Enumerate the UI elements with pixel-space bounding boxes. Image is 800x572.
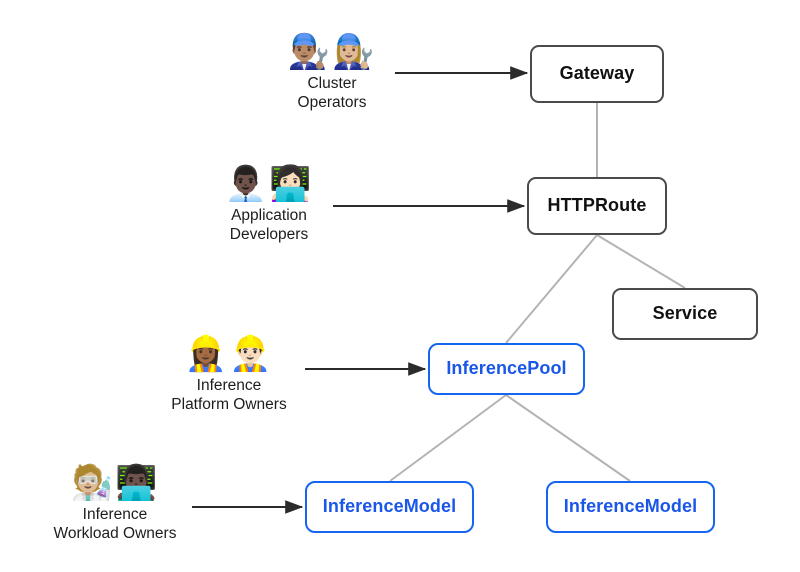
node-label: InferenceModel xyxy=(563,496,698,517)
node-label: InferencePool xyxy=(446,358,567,379)
edge-inferencepool-to-inferencemodel1 xyxy=(389,394,507,482)
node-label: Service xyxy=(652,303,718,324)
node-inferencemodel1[interactable]: InferenceModel xyxy=(305,481,474,533)
persona-cluster-operators: 👨🏽‍🔧👩🏼‍🔧Cluster Operators xyxy=(232,32,432,112)
node-httproute[interactable]: HTTPRoute xyxy=(527,177,667,235)
node-label: InferenceModel xyxy=(322,496,457,517)
edge-httproute-to-service xyxy=(596,234,686,289)
edge-httproute-to-inferencepool xyxy=(505,234,598,344)
node-gateway[interactable]: Gateway xyxy=(530,45,664,103)
node-inferencemodel2[interactable]: InferenceModel xyxy=(546,481,715,533)
node-inferencepool[interactable]: InferencePool xyxy=(428,343,585,395)
persona-emoji-pair-icon: 👨🏽‍🔧👩🏼‍🔧 xyxy=(287,32,377,72)
persona-label: Inference Workload Owners xyxy=(53,506,177,542)
persona-emoji-pair-icon: 🧑🏼‍🔬👨🏿‍💻 xyxy=(70,463,160,503)
node-label: HTTPRoute xyxy=(547,195,647,216)
persona-label: Cluster Operators xyxy=(297,75,367,111)
persona-emoji-pair-icon: 👨🏿‍💼👩🏻‍💻 xyxy=(224,164,314,204)
persona-arrows xyxy=(192,66,529,514)
persona-inference-platform-owners: 👷🏾‍♀️👷🏻‍♂️Inference Platform Owners xyxy=(129,334,329,414)
persona-inference-workload-owners: 🧑🏼‍🔬👨🏿‍💻Inference Workload Owners xyxy=(15,463,215,543)
node-label: Gateway xyxy=(559,63,635,84)
persona-emoji-pair-icon: 👷🏾‍♀️👷🏻‍♂️ xyxy=(184,334,274,374)
persona-application-developers: 👨🏿‍💼👩🏻‍💻Application Developers xyxy=(169,164,369,244)
persona-label: Inference Platform Owners xyxy=(171,377,287,413)
edge-inferencepool-to-inferencemodel2 xyxy=(505,394,631,482)
persona-label: Application Developers xyxy=(229,207,309,243)
node-service[interactable]: Service xyxy=(612,288,758,340)
